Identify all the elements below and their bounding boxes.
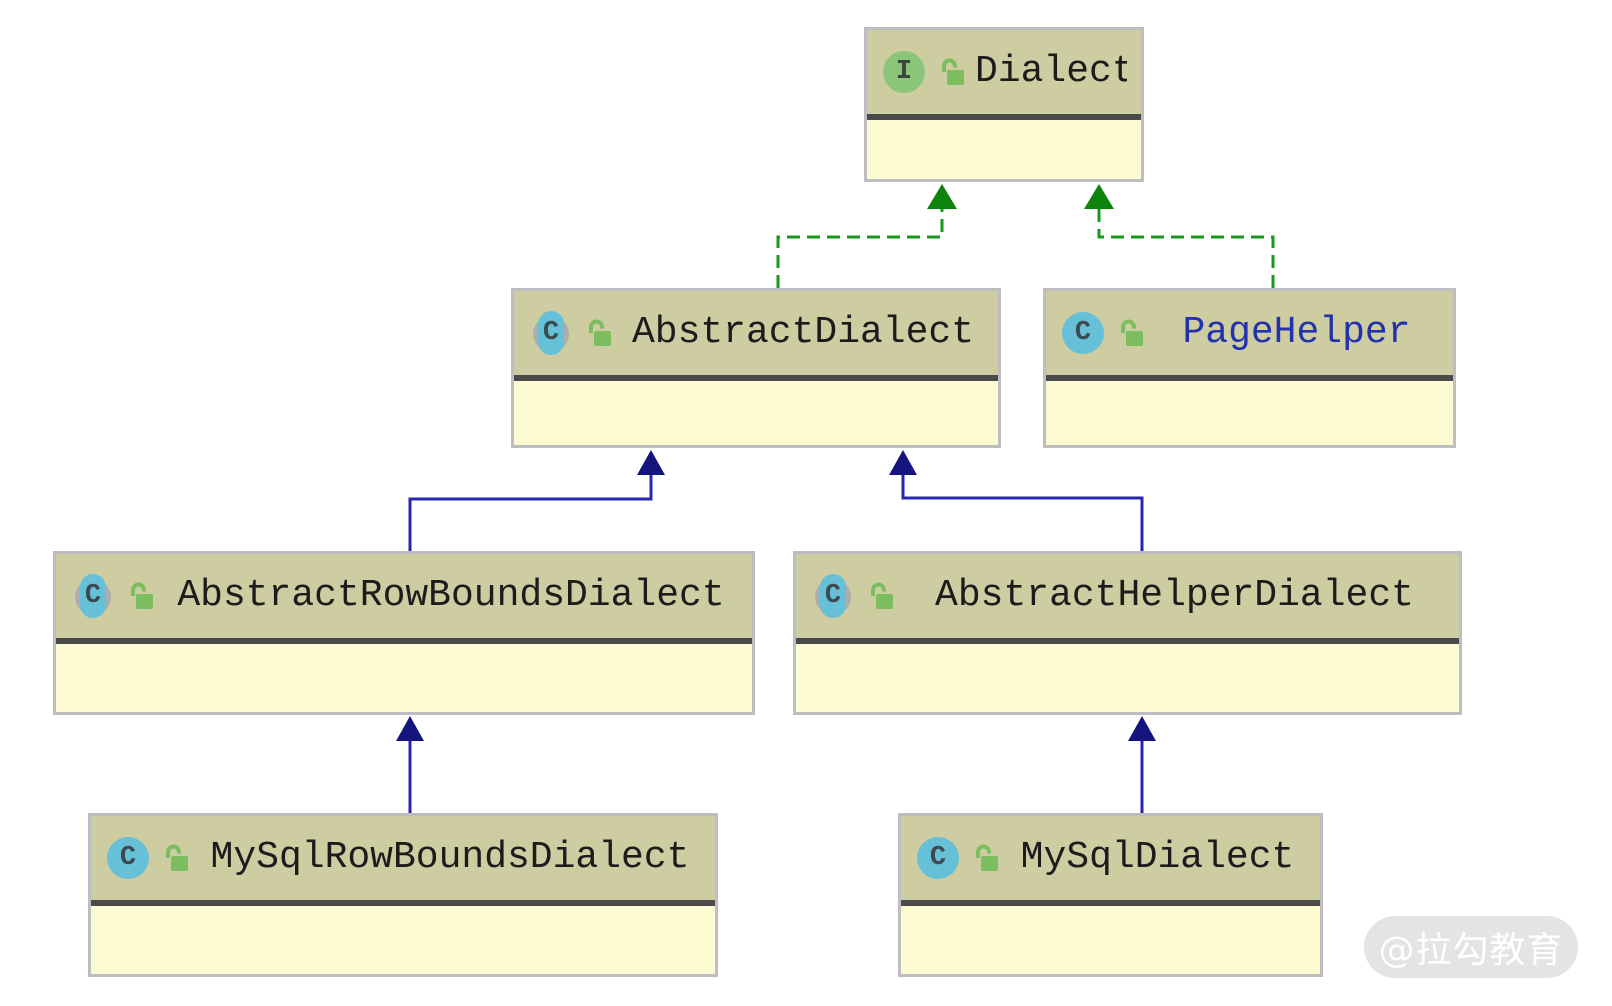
class-badge-letter: C [824, 581, 842, 611]
unlocked-icon [871, 582, 893, 609]
watermark-badge: @拉勾教育 [1364, 916, 1578, 978]
abstract-class-icon-pill [80, 574, 106, 618]
class-badge-letter: C [84, 581, 102, 611]
interface-icon-disc [883, 51, 925, 93]
class-box-page-helper[interactable]: C PageHelper [1043, 288, 1456, 448]
abstract-class-icon: C [810, 573, 856, 619]
class-badge-letter: C [542, 318, 560, 348]
class-name-mysql-row-bounds-dialect: MySqlRowBoundsDialect [210, 839, 690, 877]
unlocked-icon [589, 319, 611, 346]
unlocked-icon [942, 58, 964, 85]
class-badge-letter: C [929, 843, 947, 873]
class-icon-disc [917, 837, 959, 879]
class-name-dialect: Dialect [975, 53, 1127, 91]
interface-icon: I [881, 49, 927, 95]
class-body-mysql-row-bounds-dialect [91, 906, 715, 974]
class-name-abstract-dialect: AbstractDialect [631, 314, 975, 352]
edge-abstracthelperdialect-extends-abstractdialect [901, 475, 1144, 551]
class-header-abstract-helper-dialect: C AbstractHelperDialect [796, 554, 1459, 644]
class-header-abstract-dialect: C AbstractDialect [514, 291, 998, 381]
class-body-abstract-row-bounds-dialect [56, 644, 752, 712]
abstract-class-icon-pill [538, 311, 564, 355]
class-header-page-helper: C PageHelper [1046, 291, 1453, 381]
arrowhead-extends-left [637, 450, 665, 475]
class-box-abstract-dialect[interactable]: C AbstractDialect [511, 288, 1001, 448]
unlocked-icon [131, 582, 153, 609]
class-icon: C [915, 835, 961, 881]
class-name-abstract-helper-dialect: AbstractHelperDialect [935, 577, 1414, 615]
class-icon: C [105, 835, 151, 881]
arrowhead-implements-left [927, 184, 957, 209]
abstract-class-icon: C [528, 310, 574, 356]
class-name-page-helper: PageHelper [1182, 314, 1411, 352]
interface-badge-letter: I [895, 57, 913, 87]
class-header-mysql-dialect: C MySqlDialect [901, 816, 1320, 906]
class-name-mysql-dialect: MySqlDialect [1020, 839, 1295, 877]
arrowhead-extends-bottom-right [1128, 716, 1156, 741]
class-icon-disc [107, 837, 149, 879]
abstract-class-icon: C [70, 573, 116, 619]
unlocked-icon [166, 844, 188, 871]
class-header-dialect: I Dialect [867, 30, 1141, 120]
class-box-dialect[interactable]: I Dialect [864, 27, 1144, 182]
class-box-abstract-row-bounds-dialect[interactable]: C AbstractRowBoundsDialect [53, 551, 755, 715]
class-box-mysql-dialect[interactable]: C MySqlDialect [898, 813, 1323, 977]
edge-pagehelper-implements-dialect [1097, 209, 1275, 288]
class-box-mysql-row-bounds-dialect[interactable]: C MySqlRowBoundsDialect [88, 813, 718, 977]
class-box-abstract-helper-dialect[interactable]: C AbstractHelperDialect [793, 551, 1462, 715]
arrowhead-extends-bottom-left [396, 716, 424, 741]
arrowhead-implements-right [1084, 184, 1114, 209]
class-body-abstract-helper-dialect [796, 644, 1459, 712]
class-header-mysql-row-bounds-dialect: C MySqlRowBoundsDialect [91, 816, 715, 906]
class-header-abstract-row-bounds-dialect: C AbstractRowBoundsDialect [56, 554, 752, 644]
edge-abstractrowboundsdialect-extends-abstractdialect [408, 475, 653, 551]
unlocked-icon [976, 844, 998, 871]
arrowhead-extends-right [889, 450, 917, 475]
class-body-mysql-dialect [901, 906, 1320, 974]
class-icon-disc [1062, 312, 1104, 354]
unlocked-icon [1121, 319, 1143, 346]
class-body-abstract-dialect [514, 381, 998, 445]
abstract-class-icon-pill [820, 574, 846, 618]
class-badge-letter: C [119, 843, 137, 873]
class-name-abstract-row-bounds-dialect: AbstractRowBoundsDialect [177, 577, 725, 615]
edge-abstractdialect-implements-dialect [776, 209, 944, 288]
class-icon: C [1060, 310, 1106, 356]
class-body-dialect [867, 120, 1141, 179]
class-badge-letter: C [1074, 318, 1092, 348]
class-body-page-helper [1046, 381, 1453, 445]
